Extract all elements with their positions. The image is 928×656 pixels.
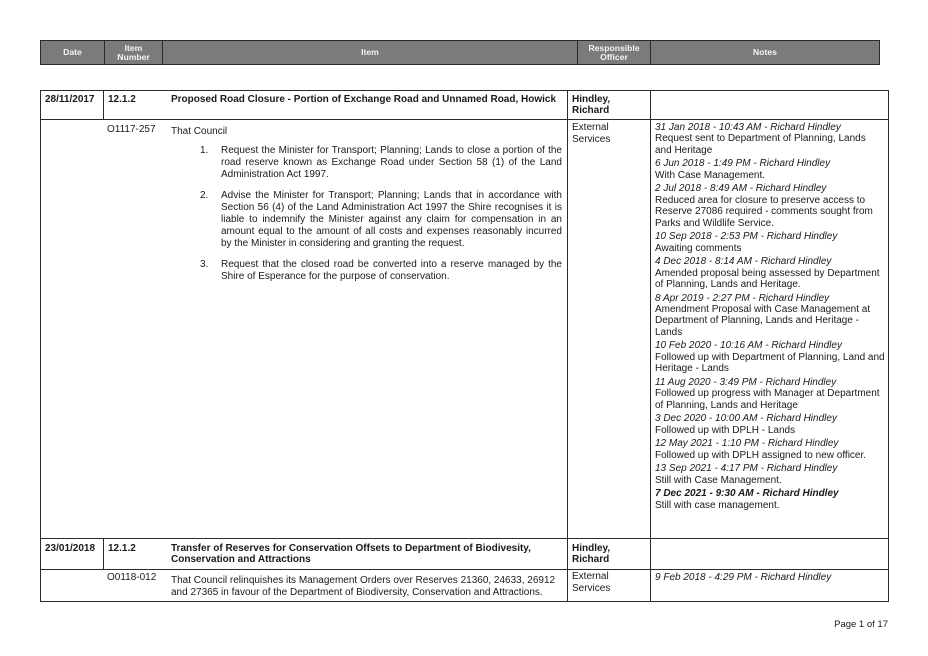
- note-timestamp: 13 Sep 2021 - 4:17 PM - Richard Hindley: [655, 463, 838, 475]
- note-text: With Case Management.: [655, 169, 766, 181]
- note-timestamp: 12 May 2021 - 1:10 PM - Richard Hindley: [655, 438, 839, 450]
- resolution-item-text: Request that the closed road be converte…: [221, 259, 562, 282]
- header-item: Item: [361, 47, 379, 57]
- column-divider: [567, 90, 568, 602]
- item-marker: 2.: [200, 190, 209, 201]
- row-item-number: 12.1.2: [108, 543, 136, 554]
- resolution-text-first: That Council relinquishes its Management…: [171, 575, 556, 586]
- row-divider: [40, 538, 889, 539]
- header-item-number: Item Number: [105, 41, 162, 64]
- note-text: Amended proposal being assessed by Depar…: [655, 267, 880, 291]
- row-officer-first: Hindley,: [572, 543, 611, 554]
- resolution-intro: That Council: [171, 126, 228, 137]
- row-item-number: 12.1.2: [108, 94, 136, 105]
- row-title-first: Transfer of Reserves for Conservation Of…: [171, 543, 531, 554]
- note-text: Followed up with DPLH assigned to new of…: [655, 449, 867, 461]
- responsible-unit: External Services: [572, 571, 611, 594]
- header-divider: [650, 41, 651, 64]
- note-timestamp: 6 Jun 2018 - 1:49 PM - Richard Hindley: [655, 158, 831, 170]
- resolution-item-text: Advise the Minister for Transport; Plann…: [221, 190, 562, 249]
- note-text: Followed up with Department of Planning,…: [655, 351, 885, 375]
- resolution-reference: O0118-012: [107, 572, 157, 583]
- resolution-reference: O1117-257: [107, 124, 156, 135]
- item-marker: 3.: [200, 259, 209, 270]
- header-divider: [104, 41, 105, 64]
- responsible-unit: External Services: [572, 122, 611, 145]
- notes-log: 31 Jan 2018 - 10:43 AM - Richard Hindley…: [655, 122, 885, 513]
- column-divider: [650, 90, 651, 602]
- header-item-number-label: Item Number: [117, 42, 150, 62]
- note-timestamp: 4 Dec 2018 - 8:14 AM - Richard Hindley: [655, 256, 832, 268]
- header-divider: [162, 41, 163, 64]
- row-divider: [40, 119, 889, 120]
- note-text: Still with Case Management.: [655, 474, 782, 486]
- note-timestamp: 10 Sep 2018 - 2:53 PM - Richard Hindley: [655, 231, 838, 243]
- column-divider: [103, 90, 104, 119]
- resolution-item: 1. Request the Minister for Transport; Pl…: [200, 145, 562, 181]
- row-divider: [40, 569, 889, 570]
- row-officer-second: Richard: [572, 554, 610, 565]
- note-timestamp: 8 Apr 2019 - 2:27 PM - Richard Hindley: [655, 292, 830, 304]
- header-responsible-officer-label: Responsible Officer: [588, 42, 640, 62]
- page-number: Page 1 of 17: [834, 619, 888, 630]
- header-responsible-officer: Responsible Officer: [578, 41, 650, 64]
- note-text: Request sent to Department of Planning, …: [655, 133, 866, 156]
- resolution-item-text: Request the Minister for Transport; Plan…: [221, 145, 562, 180]
- row-officer-second: Richard: [572, 105, 610, 116]
- table-header-bar: Date Item Number Item Responsible Office…: [40, 40, 880, 65]
- note-timestamp: 9 Feb 2018 - 4:29 PM - Richard Hindley: [655, 572, 832, 583]
- register-table: [40, 90, 889, 602]
- column-divider: [103, 538, 104, 569]
- row-date: 28/11/2017: [45, 94, 95, 105]
- note-timestamp: 10 Feb 2020 - 10:16 AM - Richard Hindley: [655, 340, 842, 352]
- resolution-list: 1. Request the Minister for Transport; Pl…: [200, 145, 562, 292]
- row-title-second: Conservation and Attractions: [171, 554, 311, 565]
- note-text: Followed up with DPLH - Lands: [655, 424, 796, 436]
- note-timestamp: 2 Jul 2018 - 8:49 AM - Richard Hindley: [655, 183, 827, 195]
- resolution-text-second: and 27365 in favour of the Department of…: [171, 587, 543, 598]
- resolution-item: 2. Advise the Minister for Transport; Pla…: [200, 190, 562, 250]
- row-title: Proposed Road Closure - Portion of Excha…: [171, 94, 557, 105]
- note-text: Still with case management.: [655, 499, 780, 511]
- note-text: Followed up progress with Manager at Dep…: [655, 388, 880, 411]
- item-marker: 1.: [200, 145, 209, 156]
- resolution-item: 3. Request that the closed road be conver…: [200, 259, 562, 283]
- header-date: Date: [63, 47, 82, 57]
- note-text: Reduced area for closure to preserve acc…: [655, 194, 873, 229]
- note-timestamp: 3 Dec 2020 - 10:00 AM - Richard Hindley: [655, 413, 837, 425]
- note-timestamp: 31 Jan 2018 - 10:43 AM - Richard Hindley: [655, 122, 841, 133]
- note-text: Amendment Proposal with Case Management …: [655, 304, 871, 338]
- note-timestamp-latest: 7 Dec 2021 - 9:30 AM - Richard Hindley: [655, 488, 839, 500]
- header-divider: [577, 41, 578, 64]
- note-text: Awaiting comments: [655, 242, 742, 254]
- header-notes: Notes: [753, 47, 777, 57]
- row-date: 23/01/2018: [45, 543, 96, 554]
- row-officer-first: Hindley,: [572, 94, 611, 105]
- note-timestamp: 11 Aug 2020 - 3:49 PM - Richard Hindley: [655, 376, 837, 388]
